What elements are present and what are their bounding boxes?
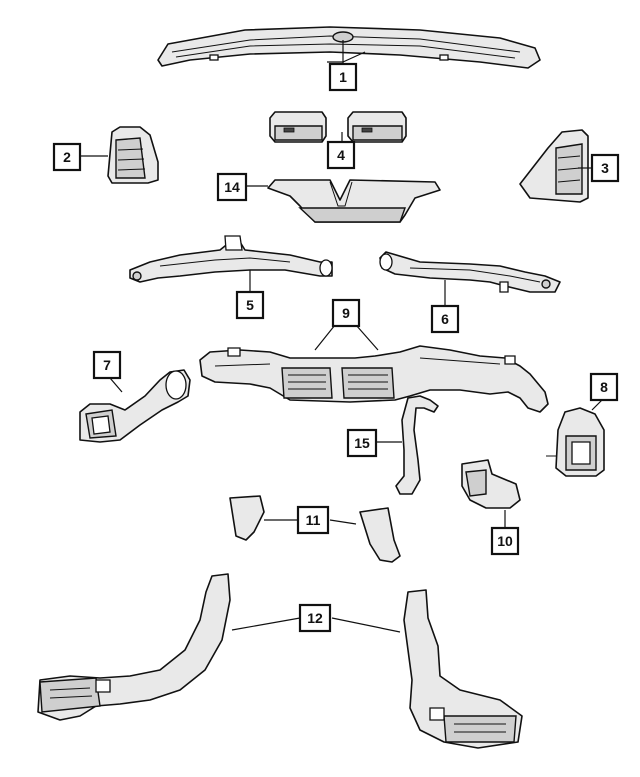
callout-9-label: 9 (342, 305, 350, 321)
callout-10-label: 10 (497, 533, 513, 549)
part-2-left-outlet (107, 126, 159, 184)
callout-9: 9 (331, 298, 361, 328)
callout-6: 6 (430, 304, 460, 334)
callout-5-label: 5 (246, 297, 254, 313)
callout-8-label: 8 (600, 379, 608, 395)
callout-15-label: 15 (354, 435, 370, 451)
callout-2-label: 2 (63, 149, 71, 165)
callout-11: 11 (296, 505, 330, 535)
callout-2: 2 (52, 142, 82, 172)
callout-7: 7 (92, 350, 122, 380)
part-7-left-outlet-duct (79, 369, 191, 443)
callout-1: 1 (328, 62, 358, 92)
callout-11-label: 11 (306, 512, 321, 528)
callout-4-label: 4 (337, 147, 345, 163)
callout-14: 14 (216, 172, 248, 202)
callout-5: 5 (235, 290, 265, 320)
callout-1-label: 1 (339, 69, 347, 85)
part-11-rear-ducts (229, 495, 401, 563)
part-6-right-duct (379, 251, 561, 293)
part-14-center-duct (267, 179, 441, 223)
leader-lines (80, 40, 603, 633)
callout-15: 15 (346, 428, 378, 458)
callout-12-label: 12 (307, 610, 323, 626)
callout-4: 4 (326, 140, 356, 170)
callout-7-label: 7 (103, 357, 111, 373)
part-12-rear-floor-ducts (37, 573, 523, 749)
part-15-hose (395, 395, 439, 495)
callout-14-label: 14 (224, 179, 240, 195)
callout-3: 3 (590, 153, 620, 183)
callout-6-label: 6 (441, 311, 449, 327)
callout-12: 12 (298, 603, 332, 633)
callout-8: 8 (589, 372, 619, 402)
part-4-center-vents (269, 111, 407, 143)
part-10-floor-duct (461, 459, 521, 509)
part-1-defroster-duct (157, 26, 541, 69)
callout-10: 10 (490, 526, 520, 556)
part-5-left-duct (129, 235, 333, 283)
part-3-right-outlet (519, 129, 589, 203)
callout-3-label: 3 (601, 160, 609, 176)
part-8-right-outlet (546, 407, 605, 477)
part-9-main-duct (199, 345, 549, 413)
